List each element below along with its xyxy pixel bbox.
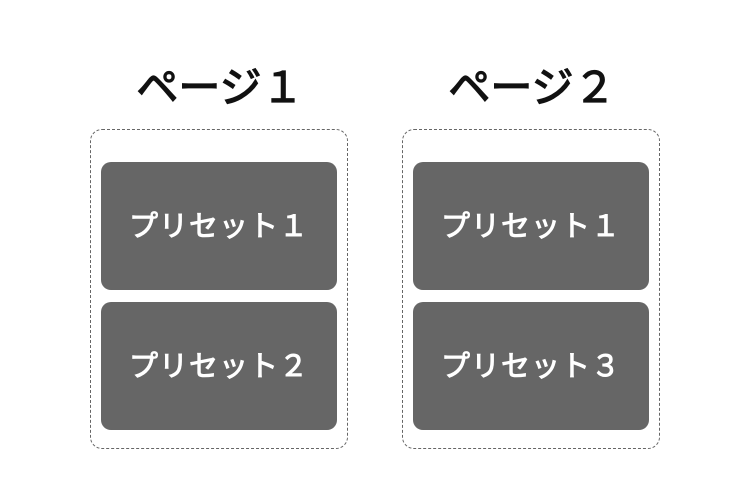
page-2-preset-2[interactable]: プリセット３ [413,302,649,430]
page-2-preset-1[interactable]: プリセット１ [413,162,649,290]
page-2-frame: プリセット１ プリセット３ [402,129,660,449]
page-1-title: ページ１ [136,63,304,112]
page-2-title: ページ２ [448,63,616,112]
page-1-frame: プリセット１ プリセット２ [90,129,348,449]
page-1-preset-1[interactable]: プリセット１ [101,162,337,290]
page-1-preset-2[interactable]: プリセット２ [101,302,337,430]
